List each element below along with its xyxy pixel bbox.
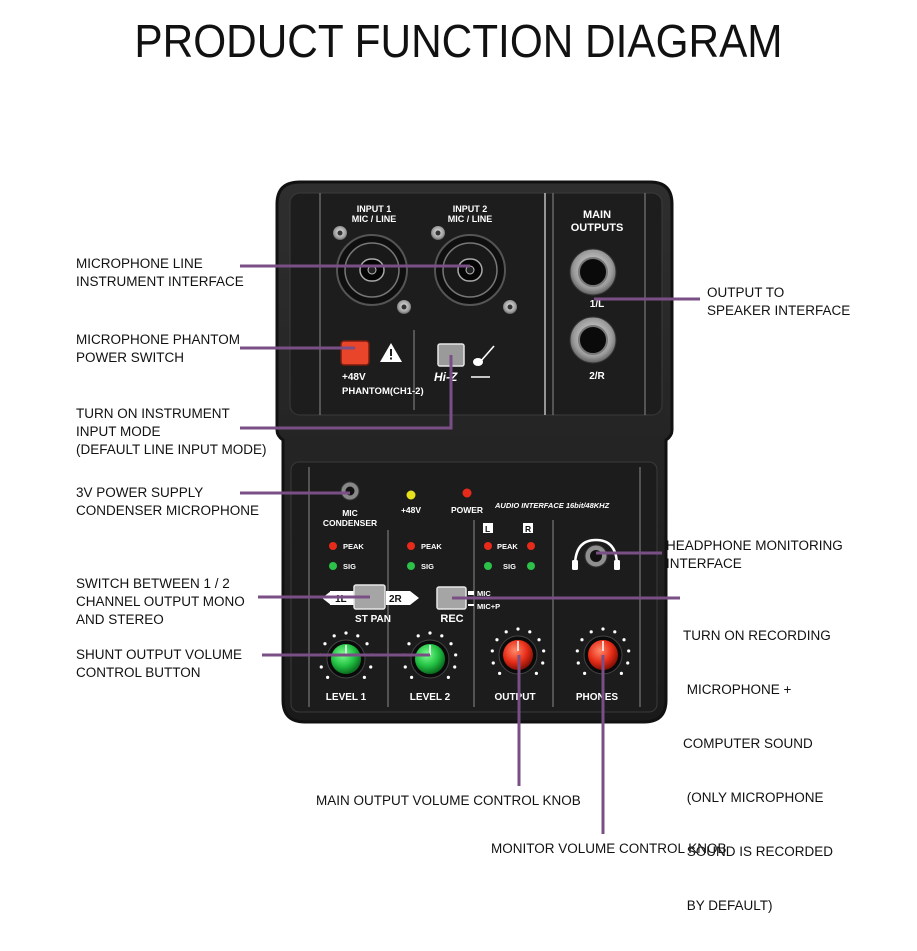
- ch2-sig-led: [407, 562, 415, 570]
- pan-2r-label: 2R: [389, 594, 403, 605]
- meter-left-label: L: [485, 524, 490, 534]
- callout-line: TURN ON RECORDING: [683, 628, 831, 643]
- main-outputs-label-1: MAIN: [583, 209, 611, 221]
- level1-knob[interactable]: [318, 631, 374, 679]
- callout-line: CONTROL BUTTON: [76, 665, 201, 680]
- page-title: PRODUCT FUNCTION DIAGRAM: [134, 15, 783, 67]
- led-48v: [406, 490, 416, 500]
- callout-line: TURN ON INSTRUMENT: [76, 406, 230, 421]
- rec-micp-label: MIC+P: [477, 602, 500, 611]
- callout-line: SPEAKER INTERFACE: [707, 303, 851, 318]
- headphone-jack[interactable]: [584, 544, 608, 568]
- callout-line: MICROPHONE PHANTOM: [76, 332, 241, 347]
- ch2-peak-label: PEAK: [421, 542, 442, 551]
- out-left-peak-led: [484, 542, 492, 550]
- phantom-48v-label: +48V: [342, 372, 366, 383]
- callout-line: SHUNT OUTPUT VOLUME: [76, 647, 243, 662]
- callout-line: MONITOR VOLUME CONTROL KNOB: [491, 841, 727, 856]
- rec-mic-label: MIC: [477, 589, 491, 598]
- input2-label-1: INPUT 2: [453, 204, 488, 214]
- led-power-label: POWER: [451, 505, 483, 515]
- callout-line: AND STEREO: [76, 612, 164, 627]
- combo-input-1[interactable]: [333, 226, 411, 314]
- led-power: [462, 488, 472, 498]
- callout-line: MAIN OUTPUT VOLUME CONTROL KNOB: [316, 793, 581, 808]
- callout-phantom: MICROPHONE PHANTOM POWER SWITCH: [76, 331, 240, 367]
- callout-line: 3V POWER SUPPLY: [76, 485, 204, 500]
- out-right-peak-led: [527, 542, 535, 550]
- meter-right-label: R: [525, 524, 531, 534]
- rec-label: REC: [440, 613, 463, 625]
- audio-interface-device: INPUT 1 MIC / LINE INPUT 2 MIC / LINE MA…: [240, 180, 700, 834]
- main-outputs-label-2: OUTPUTS: [571, 222, 624, 234]
- callout-line: INSTRUMENT INTERFACE: [76, 274, 244, 289]
- level2-knob[interactable]: [402, 631, 458, 679]
- callout-line: MICROPHONE +: [683, 682, 792, 697]
- diagram-stage: PRODUCT FUNCTION DIAGRAM: [76, 15, 850, 913]
- mic-condenser-label-2: CONDENSER: [323, 518, 377, 528]
- output-2-label: 2/R: [589, 371, 605, 382]
- phantom-power-button[interactable]: [340, 340, 370, 366]
- callout-shunt: SHUNT OUTPUT VOLUME CONTROL BUTTON: [76, 646, 242, 682]
- callout-headphone: HEADPHONE MONITORING INTERFACE: [666, 537, 843, 573]
- callout-line: POWER SWITCH: [76, 350, 184, 365]
- callout-line: MICROPHONE LINE: [76, 256, 203, 271]
- ch1-sig-label: SIG: [343, 562, 356, 571]
- mic-condenser-label-1: MIC: [342, 508, 358, 518]
- leader-instrument: [240, 355, 453, 430]
- callout-recording: TURN ON RECORDING MICROPHONE + COMPUTER …: [683, 591, 833, 951]
- callout-speaker: OUTPUT TO SPEAKER INTERFACE: [707, 284, 850, 320]
- ch1-sig-led: [329, 562, 337, 570]
- input1-label-2: MIC / LINE: [352, 214, 397, 224]
- out-left-sig-led: [484, 562, 492, 570]
- hiz-label: Hi-Z: [434, 370, 458, 384]
- mic-condenser-jack[interactable]: [340, 481, 360, 501]
- input1-label-1: INPUT 1: [357, 204, 392, 214]
- guitar-icon: [473, 345, 495, 366]
- led-48v-label: +48V: [401, 505, 421, 515]
- warning-icon: [380, 343, 402, 362]
- ch1-peak-label: PEAK: [343, 542, 364, 551]
- callout-line: OUTPUT TO: [707, 285, 785, 300]
- callout-line: BY DEFAULT): [683, 898, 773, 913]
- input2-label-2: MIC / LINE: [448, 214, 493, 224]
- callout-line: HEADPHONE MONITORING: [666, 538, 843, 553]
- callout-line: INTERFACE: [666, 556, 742, 571]
- output-jack-1[interactable]: [569, 248, 617, 296]
- out-right-sig-led: [527, 562, 535, 570]
- callout-instrument: TURN ON INSTRUMENT INPUT MODE (DEFAULT L…: [76, 405, 267, 459]
- knob-output-label: OUTPUT: [494, 692, 535, 703]
- callout-line: SWITCH BETWEEN 1 / 2: [76, 576, 230, 591]
- knob-phones-label: PHONES: [576, 692, 619, 703]
- callout-line: (DEFAULT LINE INPUT MODE): [76, 442, 267, 457]
- out-peak-label: PEAK: [497, 542, 518, 551]
- callout-line: COMPUTER SOUND: [683, 736, 813, 751]
- callout-main-knob: MAIN OUTPUT VOLUME CONTROL KNOB: [316, 792, 581, 810]
- output-jack-2[interactable]: [569, 316, 617, 364]
- callout-3v: 3V POWER SUPPLY CONDENSER MICROPHONE: [76, 484, 259, 520]
- callout-line: CONDENSER MICROPHONE: [76, 503, 260, 518]
- callout-switch12: SWITCH BETWEEN 1 / 2 CHANNEL OUTPUT MONO…: [76, 575, 245, 629]
- callout-monitor-knob: MONITOR VOLUME CONTROL KNOB: [491, 840, 727, 858]
- callout-line: INPUT MODE: [76, 424, 161, 439]
- st-pan-label: ST PAN: [355, 614, 391, 625]
- callout-line: SOUND IS RECORDED: [683, 844, 834, 859]
- callout-mic-line: MICROPHONE LINE INSTRUMENT INTERFACE: [76, 255, 244, 291]
- out-sig-label: SIG: [503, 562, 516, 571]
- callout-line: (ONLY MICROPHONE: [683, 790, 824, 805]
- pan-1l-label: 1L: [335, 594, 347, 605]
- knob-level2-label: LEVEL 2: [410, 692, 451, 703]
- output-1-label: 1/L: [590, 299, 604, 310]
- knob-level1-label: LEVEL 1: [326, 692, 367, 703]
- interface-label: AUDIO INTERFACE 16bit/48KHZ: [494, 501, 610, 510]
- ch1-peak-led: [329, 542, 337, 550]
- phantom-channel-label: PHANTOM(CH1-2): [342, 386, 424, 397]
- leader-lines: [240, 264, 700, 834]
- callout-line: CHANNEL OUTPUT MONO: [76, 594, 245, 609]
- ch2-peak-led: [407, 542, 415, 550]
- ch2-sig-label: SIG: [421, 562, 434, 571]
